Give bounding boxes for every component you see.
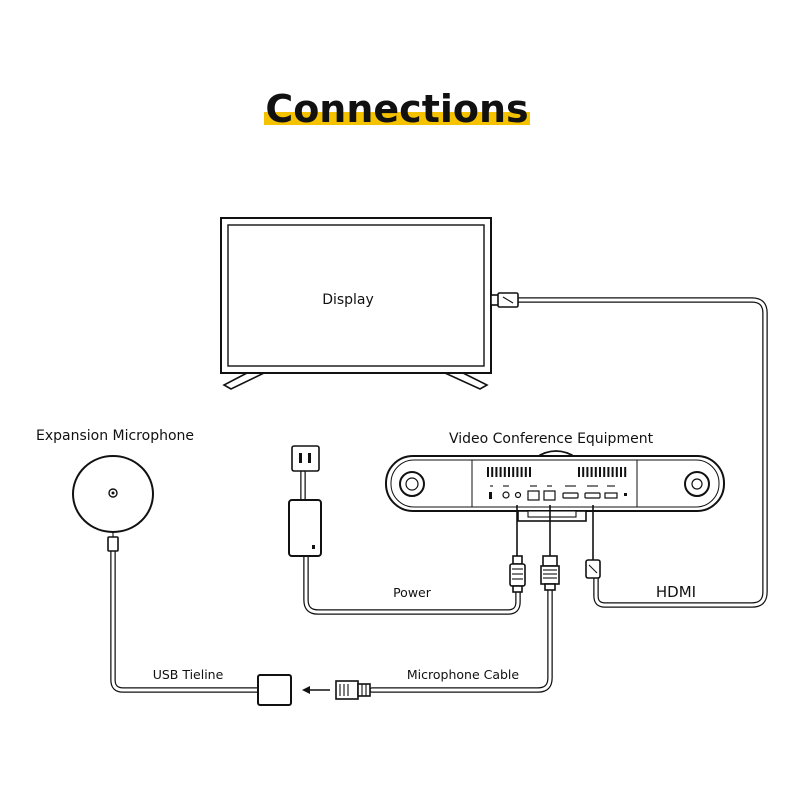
hdmi-connector-vc	[585, 559, 601, 579]
vc-speaker-grille	[471, 460, 638, 507]
usb-tieline-box	[257, 674, 292, 706]
vc-right-lens	[684, 471, 710, 497]
usb-tieline-cable	[110, 549, 261, 693]
display-left-stand	[222, 372, 265, 390]
power-brick	[288, 499, 322, 557]
direction-arrow	[302, 686, 330, 694]
expansion-microphone-label: Expansion Microphone	[36, 428, 194, 444]
microphone-cable-label: Microphone Cable	[407, 667, 520, 682]
usb-tieline: USB Tieline	[153, 667, 292, 706]
rj45-connector-tieline: Microphone Cable	[335, 667, 520, 700]
hdmi-cable	[514, 297, 768, 608]
hdmi-plug-display	[490, 292, 519, 308]
display-tv: Display	[220, 217, 492, 390]
hdmi-label: HDMI	[656, 583, 696, 601]
video-conference-equipment: Video Conference Equipment	[385, 431, 725, 522]
display-right-stand	[444, 372, 489, 390]
expansion-microphone: Expansion Microphone	[36, 428, 194, 552]
microphone-usb-plug	[107, 536, 119, 552]
power-cable	[303, 553, 521, 615]
title-highlight	[264, 112, 530, 125]
vc-left-lens	[399, 471, 425, 497]
power-connector	[509, 555, 526, 593]
power-label: Power	[393, 585, 432, 600]
video-conference-equipment-label: Video Conference Equipment	[449, 431, 654, 447]
vc-port-leads	[516, 505, 594, 560]
title-group: Connections	[264, 87, 530, 131]
vc-ports	[489, 485, 627, 501]
power-adapter: Power	[288, 445, 432, 600]
display-label: Display	[322, 292, 374, 308]
wall-plug	[291, 445, 320, 472]
display-screen	[227, 224, 485, 367]
rj45-connector-vc	[540, 555, 560, 591]
microphone-cable	[369, 587, 553, 693]
page-title: Connections	[265, 87, 528, 131]
usb-tieline-label: USB Tieline	[153, 667, 224, 682]
vc-inner-body	[390, 459, 720, 508]
vc-body	[385, 455, 725, 512]
